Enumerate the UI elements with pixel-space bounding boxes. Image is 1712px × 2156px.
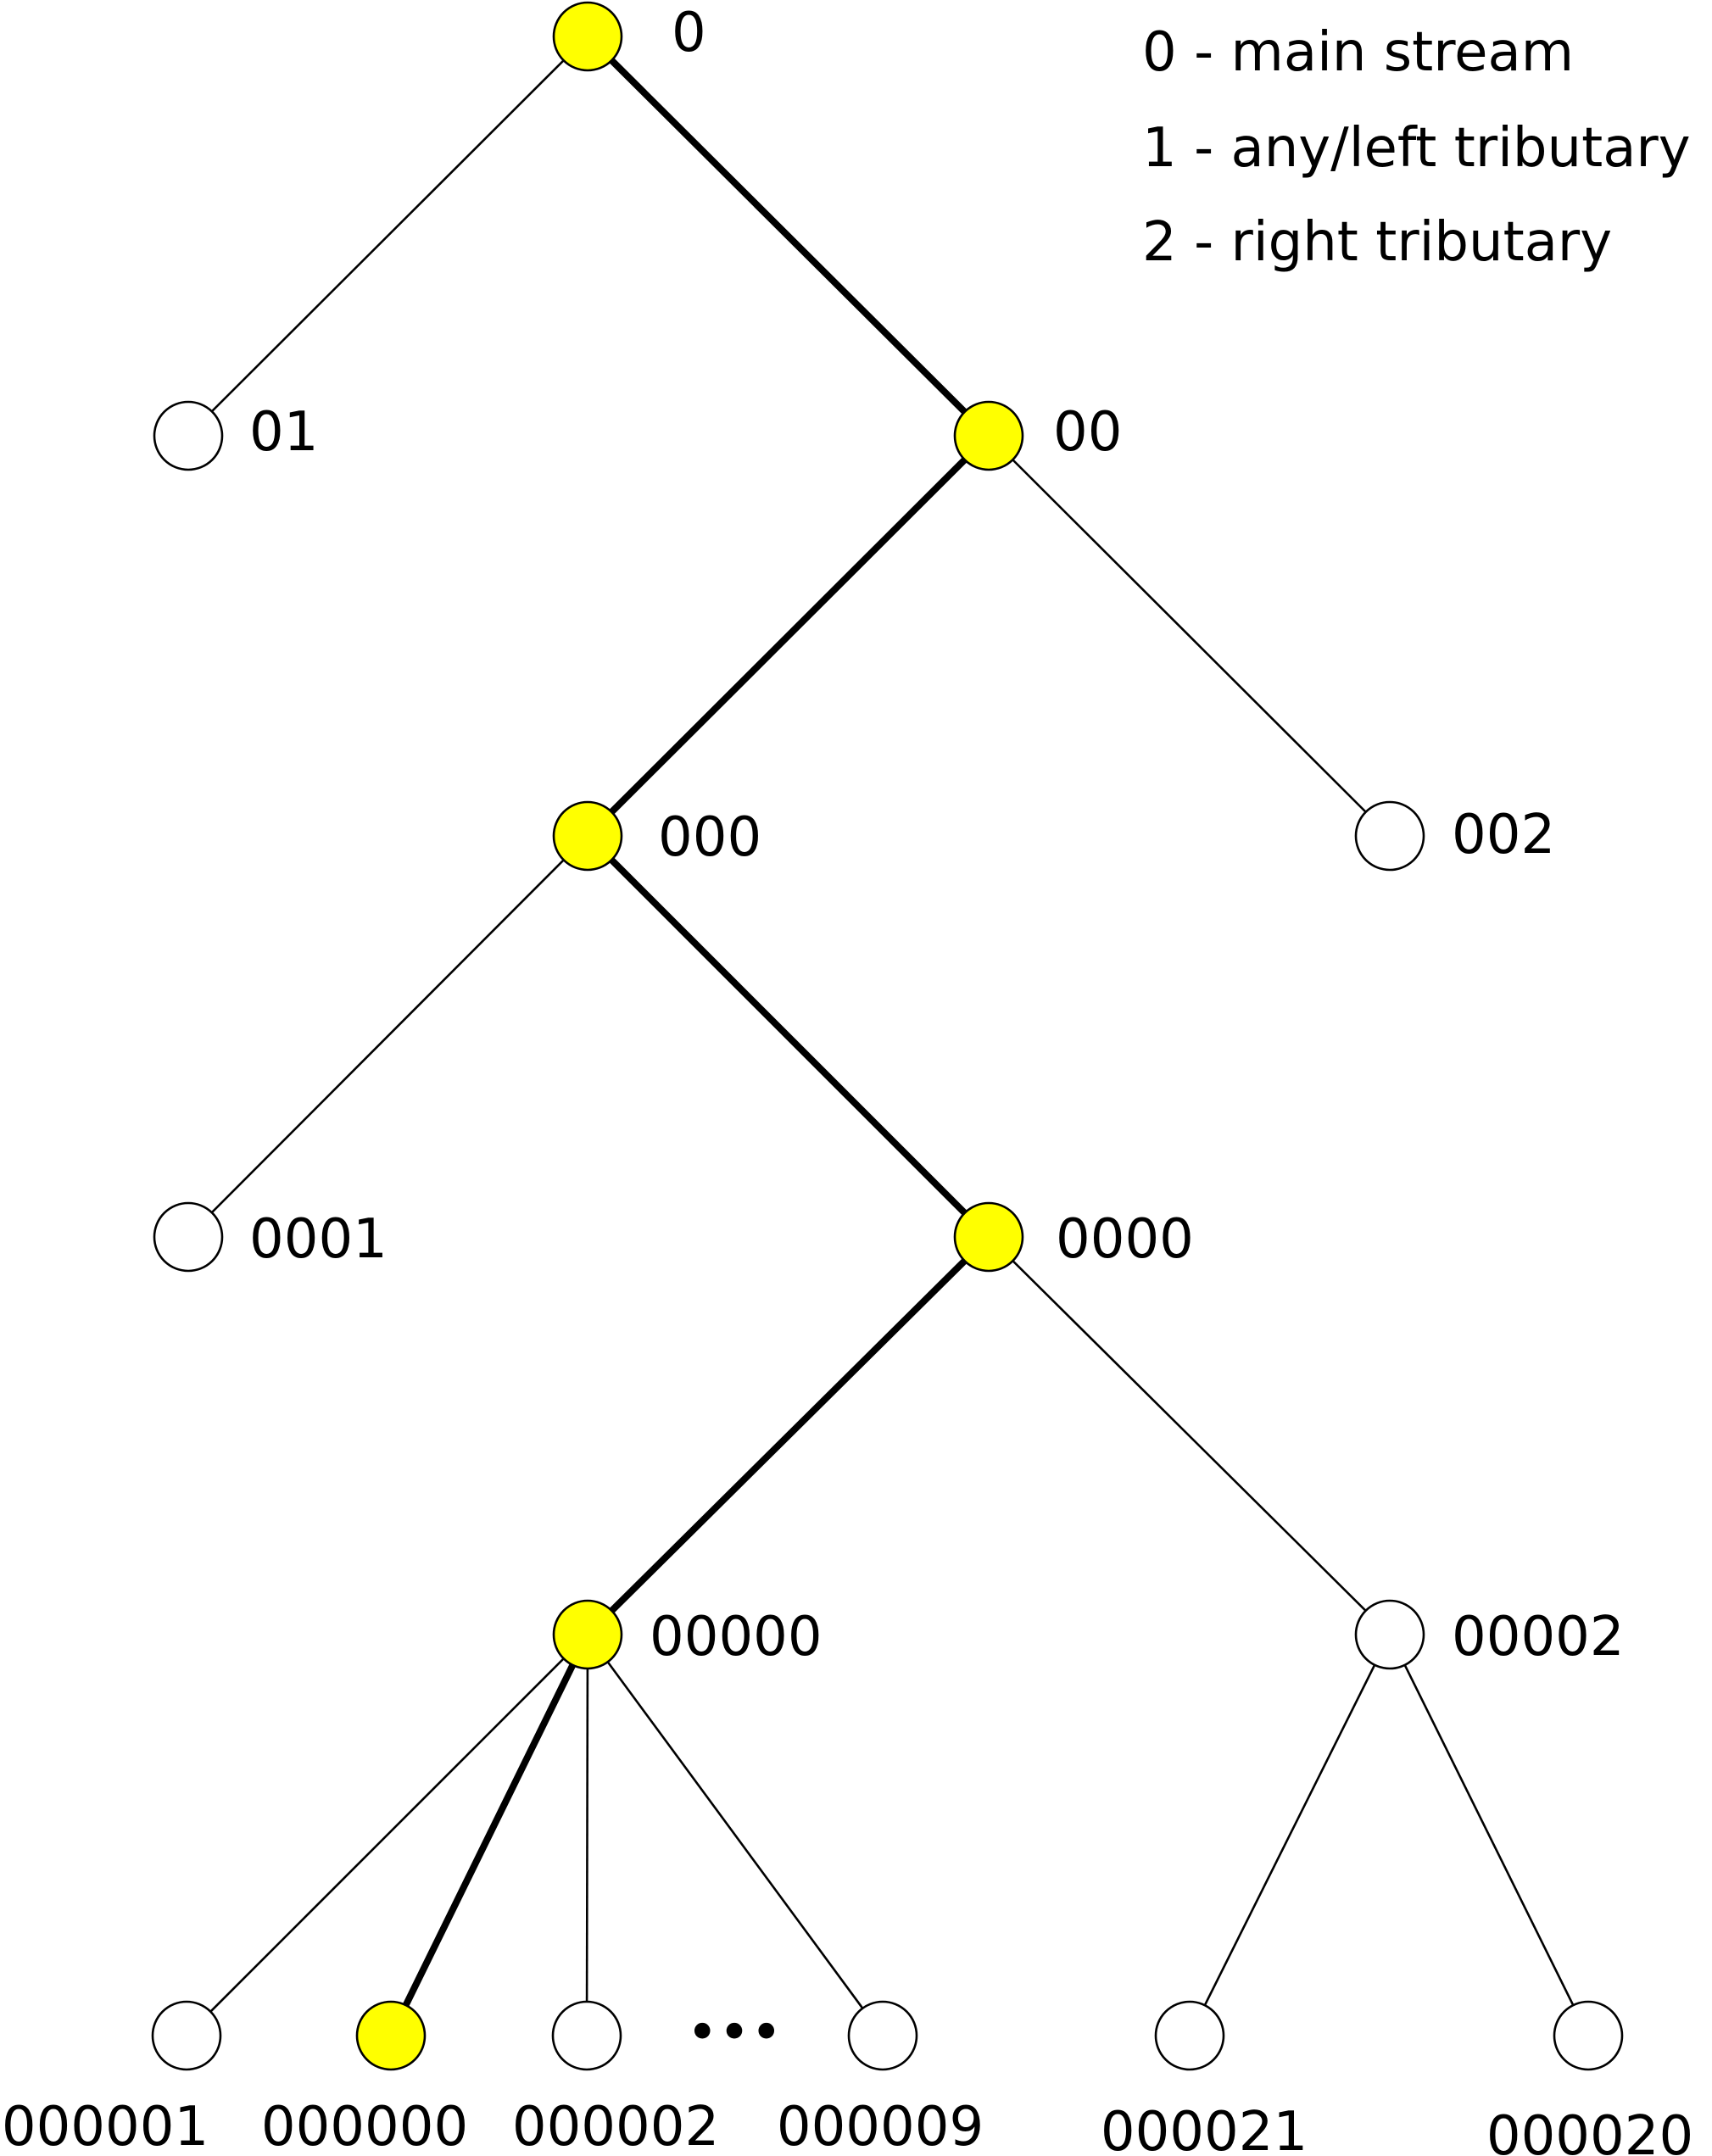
label-node-000000: 000000 xyxy=(261,2096,468,2156)
edge-00000-000001 xyxy=(186,1634,588,2036)
node-0000 xyxy=(953,1201,1024,1273)
main-edge-0-00 xyxy=(585,34,991,438)
edge-0-01 xyxy=(187,36,588,436)
edge-00002-000021 xyxy=(1188,1634,1391,2036)
legend-main-stream: 0 - main stream xyxy=(1142,21,1574,84)
node-000 xyxy=(552,800,623,872)
label-node-000020: 000020 xyxy=(1486,2105,1693,2156)
main-edge-0000-00000 xyxy=(585,1234,991,1637)
label-node-0000: 0000 xyxy=(1056,1208,1194,1271)
node-0 xyxy=(552,1,623,72)
node-000000 xyxy=(355,2000,427,2071)
node-000001 xyxy=(151,2000,222,2071)
node-000021 xyxy=(1154,2000,1225,2071)
label-node-000021: 000021 xyxy=(1101,2101,1308,2156)
label-node-0001: 0001 xyxy=(249,1208,388,1271)
label-node-002: 002 xyxy=(1452,804,1555,866)
node-00000 xyxy=(552,1599,623,1670)
node-00 xyxy=(953,400,1024,471)
node-000002 xyxy=(551,2000,622,2071)
label-node-01: 01 xyxy=(249,401,318,464)
node-002 xyxy=(1354,800,1425,872)
node-000009 xyxy=(847,2000,918,2071)
ellipsis-more-nodes: ••• xyxy=(686,2002,782,2064)
main-edge-00000-000000 xyxy=(388,1633,591,2037)
edge-000-0001 xyxy=(187,835,588,1237)
edge-00000-000002 xyxy=(585,1634,589,2036)
edge-0000-00002 xyxy=(988,1236,1391,1635)
node-000020 xyxy=(1553,2000,1624,2071)
node-00002 xyxy=(1354,1599,1425,1670)
legend: 0 - main stream 1 - any/left tributary 2… xyxy=(1142,21,1691,274)
legend-right-tributary: 2 - right tributary xyxy=(1142,211,1612,274)
legend-left-tributary: 1 - any/left tributary xyxy=(1142,117,1691,180)
label-node-00002: 00002 xyxy=(1452,1606,1625,1669)
edge-00002-000020 xyxy=(1388,1634,1590,2036)
main-edge-000-0000 xyxy=(585,833,991,1240)
node-0001 xyxy=(153,1201,224,1273)
label-node-00000: 00000 xyxy=(650,1606,823,1669)
label-node-000002: 000002 xyxy=(512,2096,719,2156)
label-node-0: 0 xyxy=(672,2,706,64)
label-node-000009: 000009 xyxy=(777,2096,984,2156)
label-node-000001: 000001 xyxy=(2,2096,209,2156)
main-edge-00-000 xyxy=(585,433,991,838)
edge-00-002 xyxy=(988,435,1391,837)
label-node-000: 000 xyxy=(658,806,761,869)
edge-00000-000009 xyxy=(586,1634,884,2036)
label-node-00: 00 xyxy=(1053,401,1122,464)
node-01 xyxy=(153,400,224,471)
